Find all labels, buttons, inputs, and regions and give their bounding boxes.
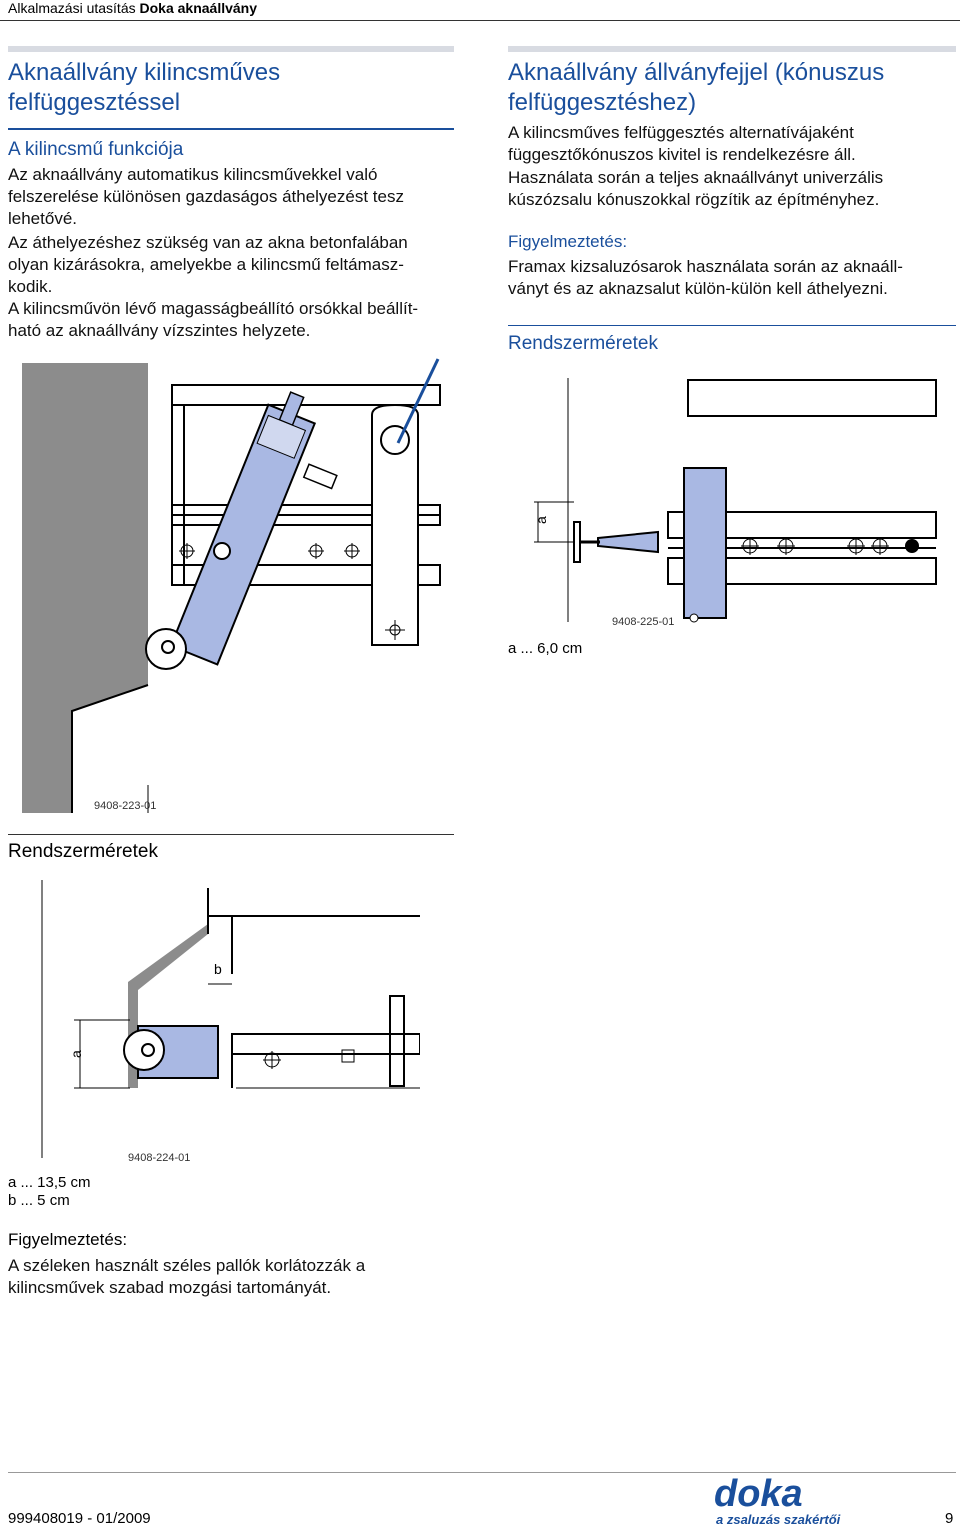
system-dimensions-figure: a b	[41, 880, 420, 1158]
frame-beams-2	[207, 888, 420, 1088]
dimension-a-caption: a ... 13,5 cm	[8, 1174, 91, 1191]
left-section-title: Rendszerméretek	[8, 841, 158, 862]
header-prefix: Alkalmazási utasítás	[8, 0, 140, 16]
left-warning-title: Figyelmeztetés:	[8, 1230, 128, 1249]
left-top-bar	[8, 46, 454, 52]
ratchet-arm	[169, 391, 338, 666]
document-number: 999408019 - 01/2009	[8, 1510, 151, 1527]
header-brand: Doka aknaállvány	[139, 0, 258, 16]
header-divider	[0, 20, 960, 21]
doka-logo: doka	[714, 1476, 803, 1510]
running-header: Alkalmazási utasítás Doka aknaállvány	[8, 0, 257, 16]
right-top-bar	[508, 46, 956, 52]
leader-line	[396, 358, 440, 444]
footer-divider	[8, 1472, 956, 1473]
right-section-rule	[508, 325, 956, 326]
concrete-wall	[22, 363, 148, 813]
right-paragraph-2: Használata során a teljes aknaállványt u…	[508, 168, 884, 209]
left-paragraph-2: Az áthelyezéshez szükség van az akna bet…	[8, 233, 408, 296]
hanger-plate	[371, 403, 419, 646]
right-dimension-a-caption: a ... 6,0 cm	[508, 640, 583, 657]
right-title: Aknaállvány állványfejjel (kónuszus felf…	[508, 59, 885, 116]
fig3-label-a: a	[533, 516, 549, 524]
left-paragraph-3: A kilincsművön lévő magasságbeállító ors…	[8, 299, 419, 340]
logo-word: doka	[714, 1476, 803, 1510]
logo-tagline: a zsaluzás szakértői	[716, 1512, 841, 1527]
bolt-holes-3	[741, 537, 889, 555]
right-warning-title: Figyelmeztetés:	[508, 232, 628, 251]
ratchet-figure	[22, 358, 441, 813]
figure-2-ref: 9408-224-01	[128, 1152, 191, 1164]
page-number: 9	[945, 1510, 954, 1527]
fig2-label-b: b	[214, 961, 222, 977]
right-warning-text: Framax kizsaluzósarok használata során a…	[508, 257, 903, 298]
figure-1-ref: 9408-223-01	[94, 800, 157, 812]
left-warning-text: A széleken használt széles pallók korlát…	[8, 1256, 366, 1297]
right-paragraph-1: A kilincsműves felfüggesztés alternatívá…	[508, 123, 856, 164]
dimension-b-caption: b ... 5 cm	[8, 1192, 70, 1209]
left-title: Aknaállvány kilincsműves felfüggesztésse…	[8, 59, 281, 116]
figure-3-ref: 9408-225-01	[612, 616, 675, 628]
left-title-rule	[8, 128, 454, 130]
right-section-title: Rendszerméretek	[508, 333, 658, 354]
fig2-label-a: a	[68, 1050, 84, 1058]
cone	[597, 530, 659, 554]
left-section-rule	[8, 834, 454, 835]
cone-suspension-figure: a	[533, 378, 937, 623]
bolt-holes	[179, 543, 360, 559]
head-bracket	[683, 467, 727, 619]
left-subtitle: A kilincsmű funkciója	[8, 139, 184, 160]
left-paragraph-1: Az aknaállvány automatikus kilincsművekk…	[8, 165, 404, 228]
